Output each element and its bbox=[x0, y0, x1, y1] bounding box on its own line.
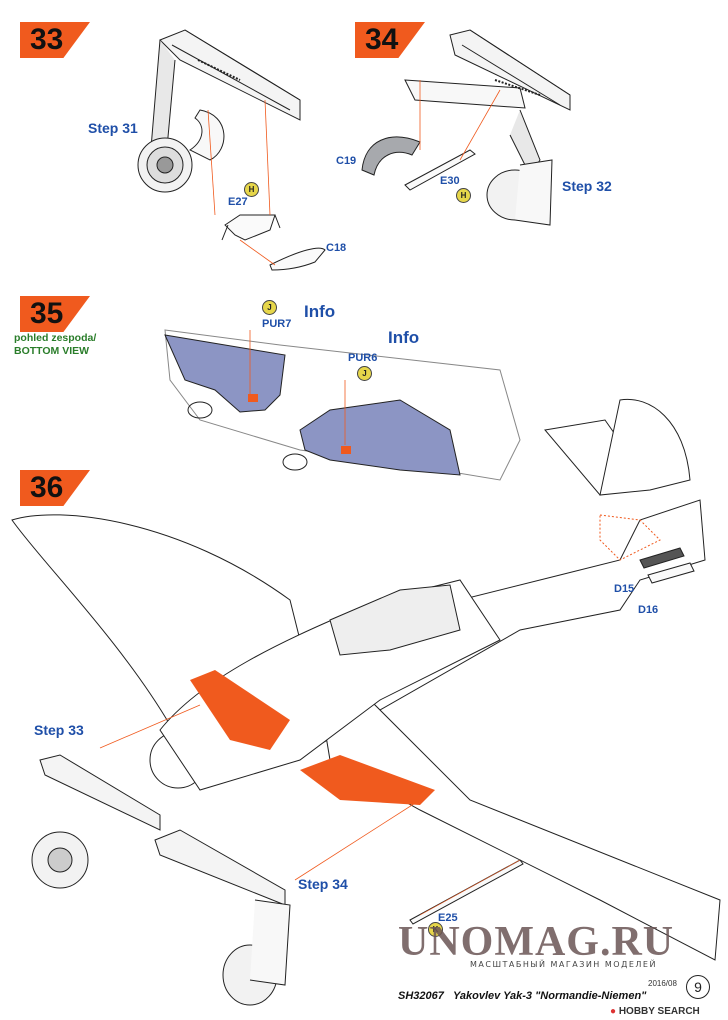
step-35-badge: 35 bbox=[20, 296, 90, 332]
bottom-view-en: BOTTOM VIEW bbox=[14, 345, 90, 357]
hobby-search-logo-icon: ● bbox=[610, 1006, 617, 1017]
part-pur6: PUR6 bbox=[348, 352, 378, 364]
part-d15: D15 bbox=[614, 583, 635, 595]
step34-gear-drawing bbox=[404, 29, 571, 226]
part-e25: E25 bbox=[438, 912, 458, 924]
part-c19: C19 bbox=[336, 155, 357, 167]
info-label-2: Info bbox=[388, 328, 420, 347]
aircraft-top-view bbox=[11, 398, 721, 961]
step32-ref: Step 32 bbox=[562, 178, 612, 194]
hobby-search-credit: ● HOBBY SEARCH bbox=[610, 1006, 700, 1017]
part-c18: C18 bbox=[326, 242, 347, 254]
step31-ref: Step 31 bbox=[88, 120, 138, 136]
step33-gear-drawing bbox=[137, 29, 301, 193]
step-33-number: 33 bbox=[30, 23, 64, 56]
step-35-number: 35 bbox=[30, 297, 64, 330]
step34-ref: Step 34 bbox=[298, 876, 348, 892]
footer-title: SH32067 Yakovlev Yak-3 "Normandie-Niemen… bbox=[398, 990, 646, 1002]
print-date: 2016/08 bbox=[648, 979, 677, 988]
glue-j-badge: J bbox=[262, 300, 277, 315]
hobby-search-text: HOBBY SEARCH bbox=[618, 1006, 700, 1017]
part-pur7: PUR7 bbox=[262, 318, 292, 330]
kit-code: SH32067 bbox=[398, 990, 444, 1002]
left-wheel-bay bbox=[164, 334, 286, 413]
step33-ref: Step 33 bbox=[34, 722, 84, 738]
kit-title: Yakovlev Yak-3 "Normandie-Niemen" bbox=[452, 990, 647, 1002]
right-wheel-bay bbox=[299, 399, 461, 476]
watermark-brand: UNOMAG.RU bbox=[398, 919, 675, 965]
step-34-number: 34 bbox=[365, 23, 399, 56]
part-e27: E27 bbox=[228, 196, 248, 208]
info-label-1: Info bbox=[304, 302, 336, 321]
bottom-view-cz: pohled zespoda/ bbox=[14, 332, 97, 344]
page-number: 9 bbox=[686, 975, 710, 999]
step-36-badge: 36 bbox=[20, 470, 90, 506]
part-e30: E30 bbox=[440, 175, 460, 187]
part-d16: D16 bbox=[638, 604, 659, 616]
glue-j-badge-2: J bbox=[357, 366, 372, 381]
glue-h-badge: H bbox=[244, 182, 259, 197]
watermark-subtitle: МАСШТАБНЫЙ МАГАЗИН МОДЕЛЕЙ bbox=[470, 960, 657, 969]
step-36-number: 36 bbox=[30, 471, 64, 504]
glue-k-badge: K bbox=[428, 922, 443, 937]
bottom-view-note: pohled zespoda/ BOTTOM VIEW bbox=[14, 332, 96, 358]
step-34-badge: 34 bbox=[355, 22, 425, 58]
step-33-badge: 33 bbox=[20, 22, 90, 58]
glue-h-badge-2: H bbox=[456, 188, 471, 203]
